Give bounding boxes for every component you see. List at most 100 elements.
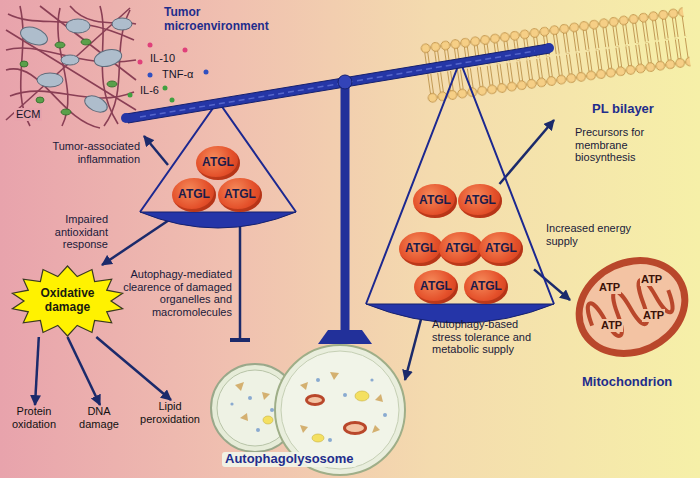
balance-scale xyxy=(126,44,550,123)
tumor-cells xyxy=(18,24,50,49)
outcome-text: Lipid peroxidation xyxy=(135,400,205,425)
autophagolysosome-art xyxy=(316,378,320,382)
part-label: Autophagolysosome xyxy=(222,452,357,467)
autophagolysosome-art xyxy=(256,428,260,432)
autophagolysosome-art xyxy=(375,394,383,402)
stromal-cells xyxy=(20,61,28,67)
atp-label: ATP xyxy=(640,273,663,286)
autophagolysosome-art xyxy=(308,397,322,403)
autophagolysosome-art xyxy=(383,413,387,417)
cytokine-label: IL-10 xyxy=(150,52,175,65)
extracellular-matrix xyxy=(40,6,136,80)
connector-arrow xyxy=(144,136,168,165)
edge-label: Precursors for membrane biosynthesis xyxy=(575,126,690,164)
tumor-cells xyxy=(112,18,132,30)
tumor-cells xyxy=(18,18,132,115)
tumor-cells xyxy=(61,55,79,65)
balance-scale xyxy=(366,61,554,304)
atgl-enzyme: ATGL xyxy=(439,232,483,266)
connector-arrow xyxy=(35,337,39,405)
atgl-enzyme: ATGL xyxy=(458,184,502,218)
tumor-cells xyxy=(82,93,110,116)
autophagolysosome-art xyxy=(240,413,248,421)
autophagolysosome-art xyxy=(230,378,387,442)
autophagolysosome-art xyxy=(372,425,380,433)
tumor-cells xyxy=(37,73,63,87)
autophagolysosome-art xyxy=(312,434,324,442)
star-label: Oxidative damage xyxy=(24,287,111,315)
autophagolysosome-art xyxy=(263,391,369,442)
autophagolysosome-art xyxy=(262,392,270,400)
edge-label: Tumor-associated inflammation xyxy=(40,140,140,165)
extracellular-matrix xyxy=(6,6,136,128)
stromal-cells xyxy=(55,42,65,48)
edge-label: Autophagy-mediated clearence of damaged … xyxy=(122,268,232,319)
cytokine-dots xyxy=(148,43,153,48)
stromal-cells xyxy=(107,81,117,87)
autophagolysosome-art xyxy=(248,396,252,400)
stromal-cells xyxy=(20,39,117,115)
cytokine-label: TNF-α xyxy=(162,68,193,81)
oxidative-damage-star: Oxidative damage xyxy=(10,265,125,337)
autophagolysosome-art xyxy=(305,394,325,406)
outcome-text: Protein oxidation xyxy=(4,405,64,430)
cytokine-dots xyxy=(128,93,133,98)
balance-scale xyxy=(140,212,296,228)
connector-arrow xyxy=(102,214,178,265)
atgl-enzyme: ATGL xyxy=(479,232,523,266)
cytokine-dots xyxy=(183,48,188,53)
cytokine-dots xyxy=(138,60,143,65)
tumor-microenvironment: Tumor microenvironmentECMIL-10TNF-αIL-6 xyxy=(4,4,284,136)
atgl-enzyme: ATGL xyxy=(172,178,216,212)
autophagolysosome-art xyxy=(230,402,233,405)
outcome-text: DNA damage xyxy=(70,405,128,430)
autophagolysosome-art xyxy=(270,408,274,412)
balance-scale xyxy=(121,113,131,123)
autophagolysosome-art xyxy=(300,425,308,433)
connector-arrow xyxy=(96,337,171,400)
connector-arrow xyxy=(68,337,101,405)
edge-label: Increased energy supply xyxy=(546,222,656,247)
edge-label: Impaired antioxidant response xyxy=(24,213,108,251)
stromal-cells xyxy=(81,39,91,45)
cytokine-dots xyxy=(163,86,168,91)
atgl-enzyme: ATGL xyxy=(218,178,262,212)
balance-scale xyxy=(544,43,554,53)
mitochondrion-art xyxy=(559,239,700,375)
mitochondrion-art xyxy=(559,239,700,375)
part-label: Mitochondrion xyxy=(582,375,672,390)
autophagolysosome-art xyxy=(343,393,347,397)
phospholipid-bilayer xyxy=(420,7,691,103)
connector-arrow xyxy=(500,120,555,184)
cytokine-label: IL-6 xyxy=(140,84,159,97)
autophagolysosome-art xyxy=(263,416,273,424)
cytokine-dots xyxy=(128,43,209,103)
atgl-enzyme: ATGL xyxy=(464,270,508,304)
connector-arrow xyxy=(239,214,242,340)
outcome-label: Lipid peroxidation xyxy=(135,400,207,430)
tumor-cells xyxy=(92,47,123,70)
autophagolysosome-art xyxy=(343,421,367,435)
pl-bilayer: PL bilayer xyxy=(412,4,696,120)
star-outline xyxy=(12,266,122,336)
atgl-enzyme: ATGL xyxy=(414,270,458,304)
autophagolysosome: Autophagolysosome xyxy=(210,340,405,478)
stromal-cells xyxy=(36,97,44,103)
autophagolysosome-art xyxy=(305,394,367,435)
atp-label: ATP xyxy=(600,319,623,332)
atgl-enzyme: ATGL xyxy=(413,184,457,218)
cytokine-dots xyxy=(204,70,209,75)
atp-label: ATP xyxy=(598,281,621,294)
tumor-cells xyxy=(66,19,90,33)
part-label: PL bilayer xyxy=(592,102,654,117)
balance-scale xyxy=(121,43,554,344)
cytokine-dots xyxy=(148,73,153,78)
balance-scale xyxy=(318,330,372,344)
part-label: ECM xyxy=(14,108,42,121)
outcome-label: DNA damage xyxy=(70,405,130,435)
balance-scale xyxy=(338,75,352,89)
autophagolysosome-art xyxy=(300,382,308,390)
autophagolysosome-art xyxy=(355,391,369,401)
autophagolysosome-art xyxy=(211,345,405,475)
atp-label: ATP xyxy=(642,309,665,322)
